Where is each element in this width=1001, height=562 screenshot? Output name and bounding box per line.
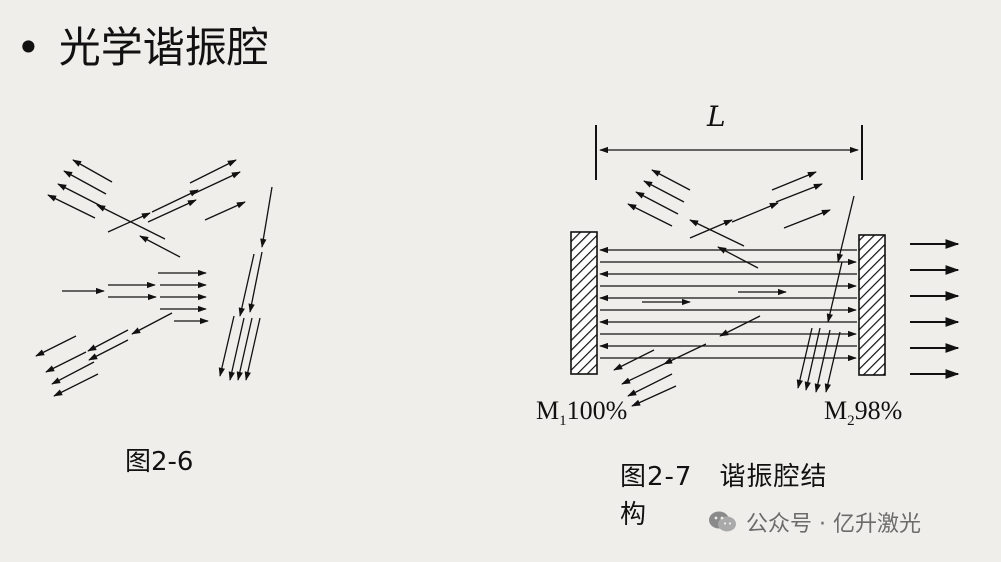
title-text: 光学谐振腔 (58, 23, 269, 72)
bullet: • (16, 23, 41, 72)
figure-right-caption-line2: 构 (620, 500, 648, 530)
watermark-text: 公众号 · 亿升激光 (746, 512, 921, 537)
mirror-m1 (570, 231, 598, 375)
figure-right-caption: 图2-7 谐振腔结 构 (620, 458, 880, 534)
mirror-m2 (858, 234, 886, 376)
axial-beams (599, 246, 857, 362)
figure-right-caption-line1: 图2-7 谐振腔结 (620, 462, 828, 492)
output-beams (910, 239, 960, 379)
arrow-group-middle-right (62, 269, 209, 325)
arrow-group-lower-left (35, 312, 173, 397)
length-dimension (595, 125, 863, 180)
length-label: L (707, 100, 726, 133)
off-axis-rays (613, 169, 855, 407)
resonator-diagram (570, 125, 960, 407)
spontaneous-emission-diagram (35, 159, 273, 397)
arrow-group-downward (218, 186, 273, 381)
arrow-group-upper-left (47, 159, 181, 258)
mirror-m1-label: M1100% (536, 396, 628, 430)
watermark: 公众号 · 亿升激光 (708, 506, 921, 538)
mirror-m2-label: M298% (824, 396, 903, 430)
slide-title: • 光学谐振腔 (16, 14, 269, 75)
figure-left-caption: 图2-6 (125, 447, 194, 477)
arrow-group-upper-right (107, 159, 246, 233)
wechat-icon (709, 511, 736, 532)
